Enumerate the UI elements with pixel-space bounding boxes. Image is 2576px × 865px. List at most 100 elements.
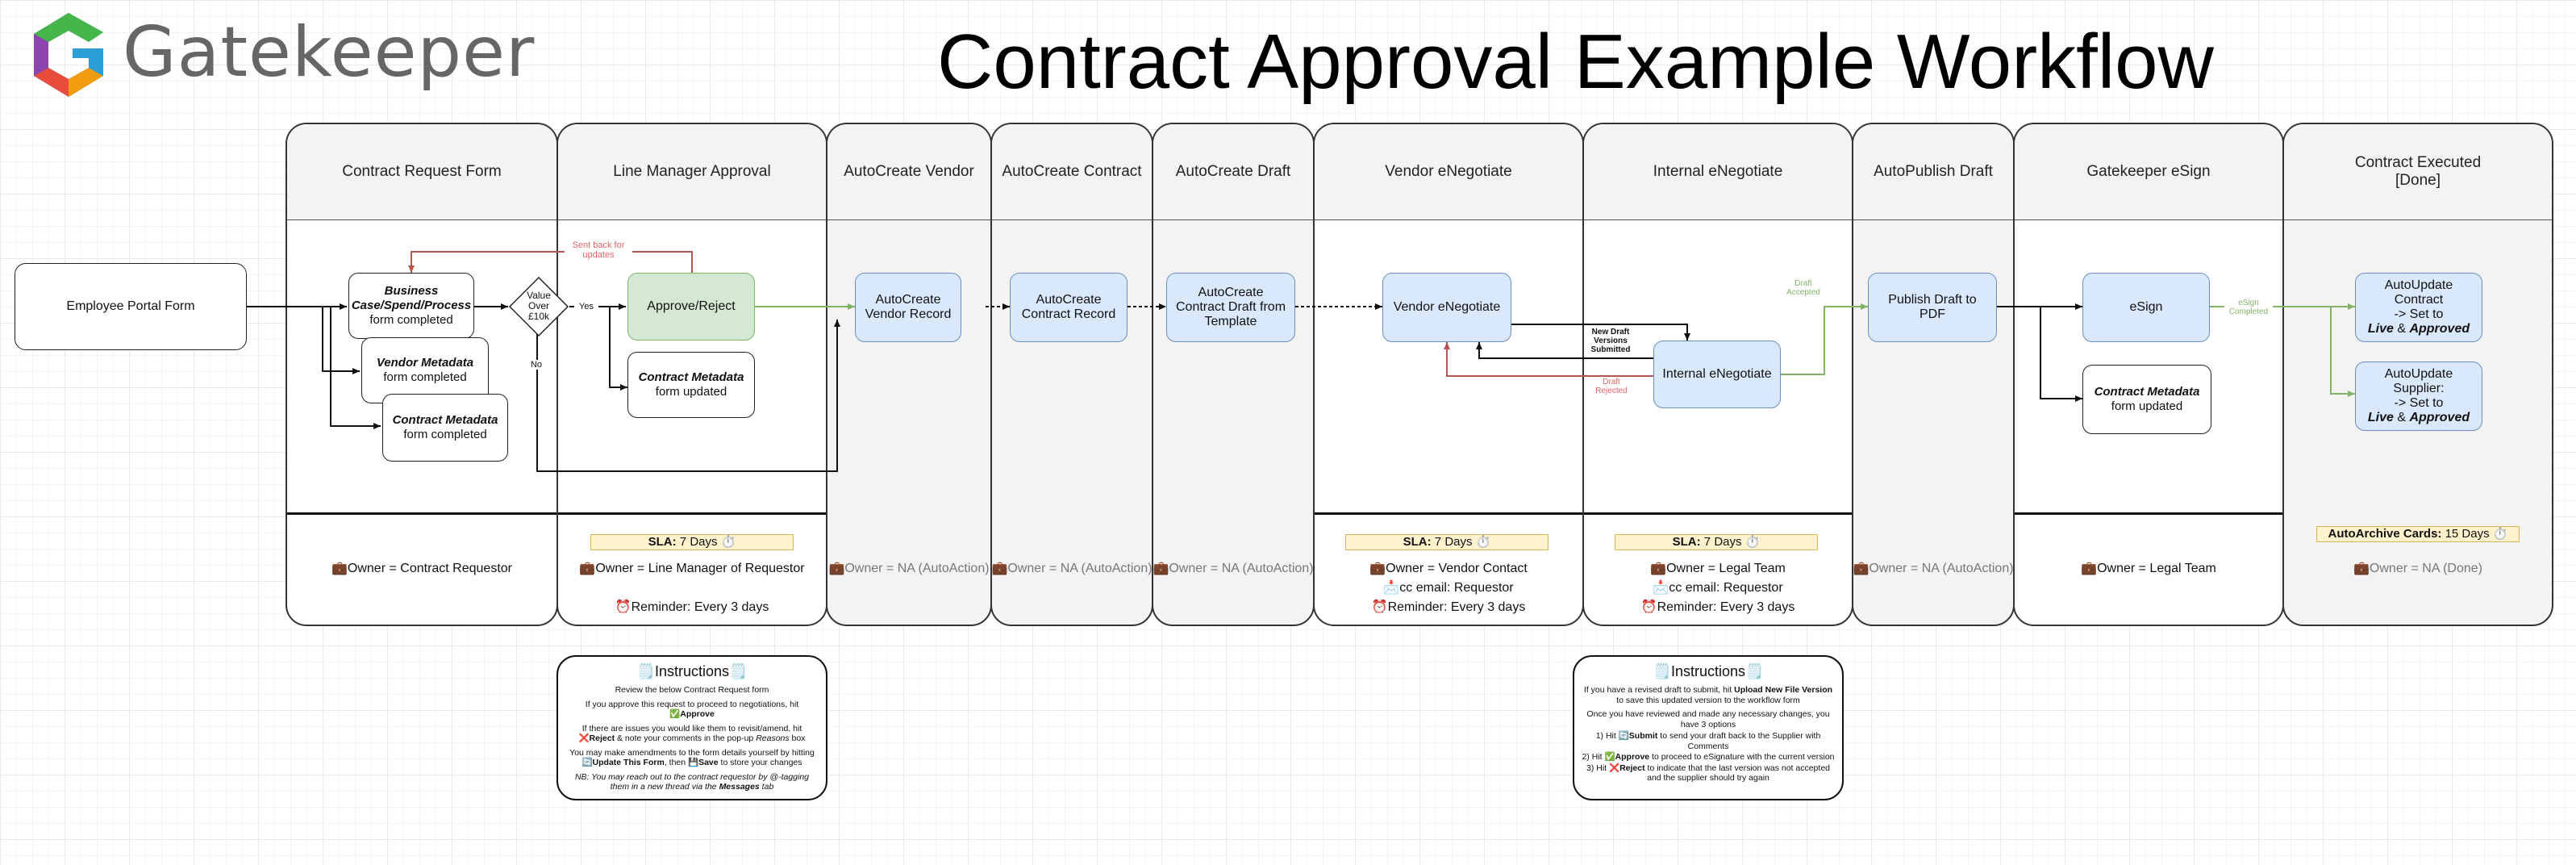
sla-label: SLA: — [1672, 535, 1701, 549]
business-case-bold-label: Business Case/Spend/Process — [351, 284, 472, 312]
no-label: No — [524, 360, 548, 370]
lane-title: AutoCreate Draft — [1153, 124, 1313, 220]
ineg-sla-badge: SLA: 7 Days ⏱️ — [1615, 534, 1818, 550]
contract-metadata-form-node[interactable]: Contract Metadata form completed — [382, 394, 508, 462]
new-draft-label: New Draft Versions Submitted — [1584, 328, 1637, 354]
autocreate-contract-record-node[interactable]: AutoCreate Contract Record — [1010, 273, 1128, 342]
instructions-line: Once you have reviewed and made any nece… — [1586, 709, 1830, 729]
lane-autocreate-draft: AutoCreate Draft — [1152, 123, 1315, 626]
esign-cm-label: form updated — [2111, 399, 2183, 413]
sla-value: 7 Days ⏱️ — [1700, 535, 1761, 549]
esign-owner: 💼Owner = Legal Team — [2081, 562, 2216, 575]
value-decision-node[interactable]: Value Over £10k — [508, 276, 569, 337]
cm-updated-label: form updated — [655, 385, 727, 399]
instructions-line: You may make amendments to the form deta… — [569, 747, 815, 768]
draft-owner: 💼Owner = NA (AutoAction) — [1153, 562, 1314, 575]
sent-back-label: Sent back for updates — [565, 240, 632, 260]
ineg-cc: 📩cc email: Requestor — [1653, 581, 1783, 595]
manager-owner: 💼Owner = Line Manager of Requestor — [579, 562, 805, 575]
instructions-title: 🗒️Instructions🗒️ — [636, 663, 748, 679]
instructions-line: Review the below Contract Request form — [615, 685, 769, 695]
autoupdate-contract-line2: -> Set to — [2394, 307, 2444, 321]
yes-label: Yes — [574, 302, 598, 311]
lane-autocreate-vendor: AutoCreate Vendor — [826, 123, 992, 626]
contract-metadata-bold-label: Contract Metadata — [392, 413, 498, 427]
autoupdate-contract-node[interactable]: AutoUpdate Contract -> Set to Live & App… — [2355, 273, 2482, 342]
draft-accepted-label: Draft Accepted — [1786, 279, 1820, 297]
instructions-line: 1) Hit 🔄Submit to send your draft back t… — [1595, 731, 1821, 751]
lane-title: AutoCreate Contract — [992, 124, 1152, 220]
vendor-owner: 💼Owner = NA (AutoAction) — [828, 562, 990, 575]
esign-node[interactable]: eSign — [2082, 273, 2210, 342]
instructions-line: 2) Hit ✅Approve to proceed to eSignature… — [1582, 752, 1835, 762]
esign-cm-bold-label: Contract Metadata — [2094, 385, 2200, 399]
manager-sla-badge: SLA: 7 Days ⏱️ — [590, 534, 794, 550]
autoupdate-contract-live: Live — [2367, 322, 2394, 336]
lane-title: Line Manager Approval — [558, 124, 826, 220]
lane-title: Contract Request Form — [287, 124, 556, 220]
business-case-label: form completed — [369, 313, 453, 327]
lane-contract-executed: Contract Executed [Done] — [2282, 123, 2553, 626]
manager-reminder: ⏰Reminder: Every 3 days — [615, 600, 769, 614]
decision-label: Value Over £10k — [527, 290, 551, 322]
sla-label: SLA: — [1403, 535, 1432, 549]
done-owner: 💼Owner = NA (Done) — [2353, 562, 2482, 575]
autoupdate-supplier-line2: -> Set to — [2394, 396, 2444, 410]
draft-rejected-label: Draft Rejected — [1587, 378, 1636, 395]
vendor-metadata-form-node[interactable]: Vendor Metadata form completed — [361, 337, 489, 403]
instructions-line: If you have a revised draft to submit, h… — [1583, 685, 1833, 705]
vneg-sla-badge: SLA: 7 Days ⏱️ — [1345, 534, 1549, 550]
esign-contract-metadata-node[interactable]: Contract Metadata form updated — [2082, 365, 2211, 434]
lane-title: AutoPublish Draft — [1853, 124, 2013, 220]
contract-metadata-label: form completed — [403, 428, 487, 441]
sla-label: SLA: — [648, 535, 677, 549]
instructions-internal-panel: 🗒️Instructions🗒️ If you have a revised d… — [1573, 655, 1844, 800]
cm-updated-bold-label: Contract Metadata — [638, 370, 744, 384]
ineg-owner: 💼Owner = Legal Team — [1650, 562, 1786, 575]
archive-value: 15 Days ⏱️ — [2441, 527, 2508, 541]
lane-title: Vendor eNegotiate — [1315, 124, 1582, 220]
approve-reject-node[interactable]: Approve/Reject — [627, 273, 755, 341]
gatekeeper-logo-icon — [34, 13, 103, 97]
autocreate-vendor-record-node[interactable]: AutoCreate Vendor Record — [855, 273, 961, 342]
instructions-manager-panel: 🗒️Instructions🗒️ Review the below Contra… — [556, 655, 827, 800]
archive-badge: AutoArchive Cards: 15 Days ⏱️ — [2316, 526, 2520, 542]
page-title: Contract Approval Example Workflow — [937, 19, 2214, 105]
lane-contract-request: Contract Request Form — [286, 123, 558, 626]
vneg-owner: 💼Owner = Vendor Contact — [1369, 562, 1528, 575]
lane-title: AutoCreate Vendor — [827, 124, 990, 220]
sla-value: 7 Days ⏱️ — [1431, 535, 1491, 549]
employee-portal-form-node[interactable]: Employee Portal Form — [15, 263, 247, 350]
autoupdate-contract-line1: AutoUpdate Contract — [2384, 278, 2453, 307]
request-owner: 💼Owner = Contract Requestor — [331, 562, 512, 575]
publish-draft-pdf-node[interactable]: Publish Draft to PDF — [1868, 273, 1997, 342]
autoupdate-supplier-node[interactable]: AutoUpdate Supplier: -> Set to Live & Ap… — [2355, 361, 2482, 431]
vneg-cc: 📩cc email: Requestor — [1383, 581, 1514, 595]
gatekeeper-logo — [24, 6, 113, 103]
ineg-reminder: ⏰Reminder: Every 3 days — [1640, 600, 1795, 614]
autoupdate-supplier-line1: AutoUpdate Supplier: — [2384, 367, 2453, 395]
vendor-metadata-bold-label: Vendor Metadata — [376, 356, 474, 370]
esign-completed-label: eSign Completed — [2224, 299, 2273, 316]
vneg-reminder: ⏰Reminder: Every 3 days — [1371, 600, 1526, 614]
autoupdate-contract-approved: Approved — [2409, 322, 2470, 336]
autoupdate-supplier-live: Live — [2367, 411, 2394, 424]
business-case-form-node[interactable]: Business Case/Spend/Process form complet… — [348, 273, 474, 339]
lane-title: Contract Executed [Done] — [2284, 124, 2552, 220]
autoupdate-contract-amp: & — [2393, 322, 2410, 336]
lane-vendor-enegotiate: Vendor eNegotiate — [1313, 123, 1584, 626]
autocreate-contract-draft-node[interactable]: AutoCreate Contract Draft from Template — [1166, 273, 1295, 342]
autoupdate-supplier-approved: Approved — [2409, 411, 2470, 424]
contract-metadata-updated-node[interactable]: Contract Metadata form updated — [627, 352, 755, 418]
lane-autocreate-contract: AutoCreate Contract — [990, 123, 1153, 626]
lane-autopublish-draft: AutoPublish Draft — [1852, 123, 2015, 626]
vendor-enegotiate-node[interactable]: Vendor eNegotiate — [1382, 273, 1511, 342]
autoupdate-supplier-amp: & — [2393, 411, 2410, 424]
vendor-metadata-label: form completed — [383, 370, 467, 384]
internal-enegotiate-node[interactable]: Internal eNegotiate — [1653, 341, 1781, 408]
logo-wordmark: Gatekeeper — [123, 12, 536, 93]
sla-value: 7 Days ⏱️ — [676, 535, 736, 549]
lane-title: Gatekeeper eSign — [2015, 124, 2282, 220]
lane-title: Internal eNegotiate — [1584, 124, 1852, 220]
contract-owner: 💼Owner = NA (AutoAction) — [991, 562, 1153, 575]
